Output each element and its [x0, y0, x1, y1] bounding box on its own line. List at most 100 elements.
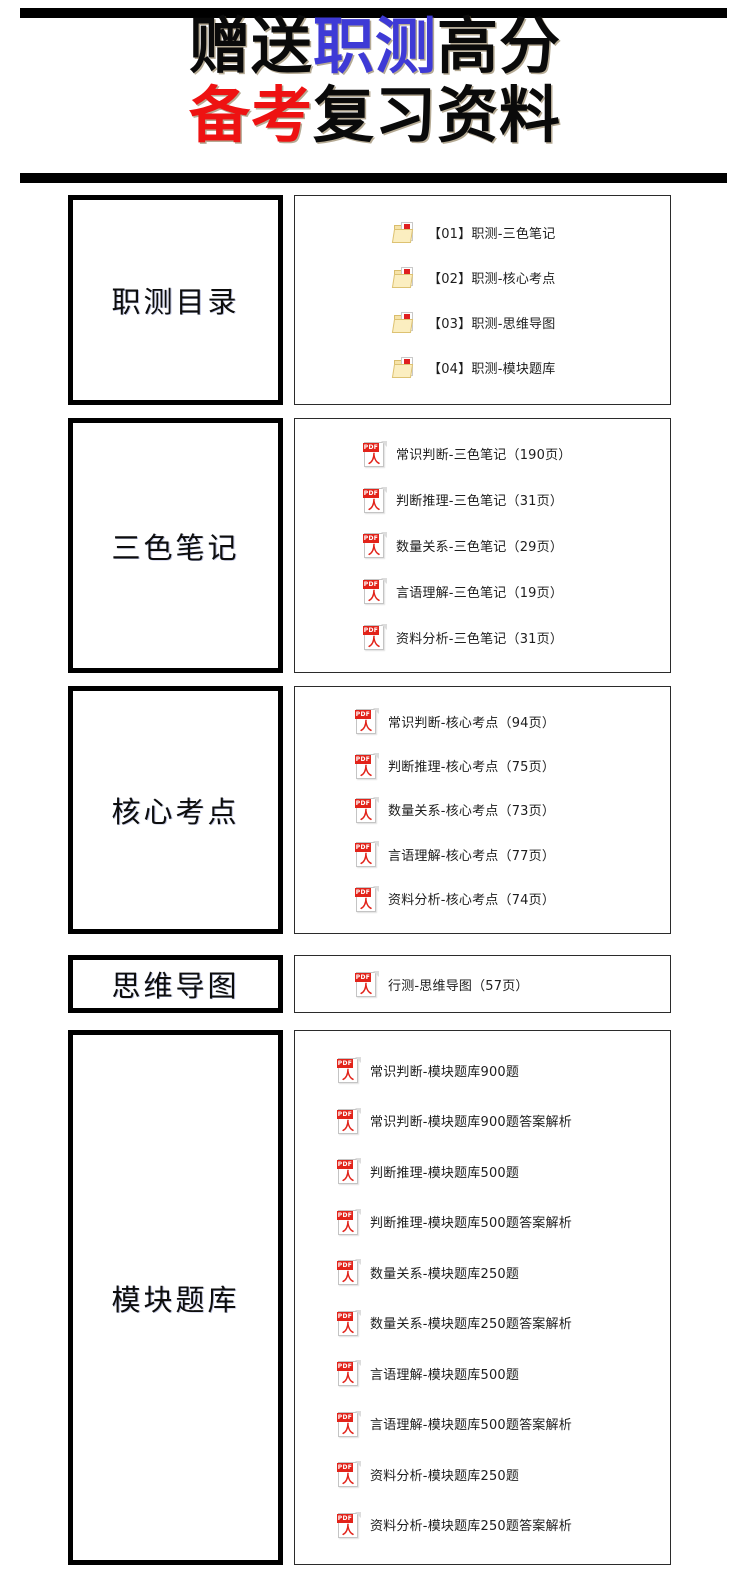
list-item-label: 言语理解-模块题库500题答案解析: [370, 1418, 572, 1434]
section-label-box: 模块题库: [68, 1030, 283, 1565]
list-item[interactable]: PDF 人 言语理解-模块题库500题答案解析: [295, 1410, 670, 1438]
list-item[interactable]: PDF 人 判断推理-模块题库500题答案解析: [295, 1208, 670, 1236]
pdf-banner-label: PDF: [363, 534, 379, 544]
list-item-label: 数量关系-三色笔记（29页）: [396, 539, 564, 555]
pdf-icon: PDF 人: [337, 1309, 361, 1337]
pdf-icon: PDF 人: [337, 1208, 361, 1236]
section-module-bank: 模块题库 PDF 人 常识判断-模块题库900题 PDF 人 常识判断-模块题库…: [0, 1030, 750, 1565]
acrobat-glyph: 人: [360, 807, 373, 822]
pdf-icon: PDF 人: [337, 1107, 361, 1135]
page-header: 赠送职测高分 备考复习资料: [0, 0, 750, 190]
pdf-icon: PDF 人: [337, 1511, 361, 1539]
pdf-icon: PDF 人: [355, 796, 379, 824]
pdf-icon: PDF 人: [355, 840, 379, 868]
folder-icon: 人: [391, 355, 419, 381]
acrobat-glyph: 人: [368, 451, 381, 466]
pdf-banner-label: PDF: [355, 843, 371, 853]
pdf-banner-label: PDF: [355, 754, 371, 764]
list-item-label: 数量关系-模块题库250题: [370, 1266, 520, 1282]
list-item[interactable]: 人 【03】职测-思维导图: [295, 310, 670, 336]
list-item[interactable]: 人 【02】职测-核心考点: [295, 265, 670, 291]
acrobat-glyph: 人: [342, 1118, 355, 1133]
list-item[interactable]: PDF 人 资料分析-三色笔记（31页）: [295, 623, 670, 651]
pdf-icon: PDF 人: [363, 440, 387, 468]
folder-icon: 人: [391, 265, 419, 291]
list-item[interactable]: PDF 人 判断推理-模块题库500题: [295, 1157, 670, 1185]
list-item-label: 资料分析-模块题库250题: [370, 1468, 520, 1484]
list-item[interactable]: PDF 人 言语理解-模块题库500题: [295, 1359, 670, 1387]
list-item-label: 常识判断-三色笔记（190页）: [396, 448, 572, 464]
pdf-icon: PDF 人: [337, 1460, 361, 1488]
pdf-icon: PDF 人: [355, 707, 379, 735]
section-label: 模块题库: [111, 1282, 240, 1317]
pdf-icon: PDF 人: [355, 970, 379, 998]
section-label: 思维导图: [111, 969, 240, 1003]
title-seg-4: 备考: [188, 79, 313, 151]
section-label: 核心考点: [111, 795, 240, 829]
acrobat-glyph: 人: [342, 1169, 355, 1184]
section-three-color-notes: 三色笔记 PDF 人 常识判断-三色笔记（190页） PDF 人 判断推理-三色…: [0, 418, 750, 673]
title-seg-1: 赠送: [188, 11, 313, 82]
pdf-icon: PDF 人: [337, 1359, 361, 1387]
section-mind-map: 思维导图 PDF 人 行测-思维导图（57页）: [0, 955, 750, 1013]
list-item-label: 言语理解-模块题库500题: [370, 1367, 520, 1383]
section-label: 三色笔记: [111, 530, 240, 565]
pdf-banner-label: PDF: [355, 973, 371, 982]
acrobat-glyph: 人: [360, 982, 373, 996]
list-item[interactable]: PDF 人 数量关系-模块题库250题答案解析: [295, 1309, 670, 1337]
pdf-banner-label: PDF: [363, 626, 379, 636]
title-seg-2: 职测: [312, 11, 437, 82]
pdf-icon: PDF 人: [363, 577, 387, 605]
pdf-icon: PDF 人: [337, 1410, 361, 1438]
list-item[interactable]: PDF 人 常识判断-模块题库900题答案解析: [295, 1107, 670, 1135]
pdf-banner-label: PDF: [363, 442, 379, 452]
pdf-banner-label: PDF: [363, 580, 379, 590]
list-item[interactable]: 人 【01】职测-三色笔记: [295, 220, 670, 246]
acrobat-glyph: 人: [368, 497, 381, 512]
folder-icon: 人: [391, 310, 419, 336]
acrobat-glyph: 人: [342, 1270, 355, 1285]
list-item-label: 判断推理-三色笔记（31页）: [396, 494, 564, 510]
pdf-banner-label: PDF: [337, 1261, 353, 1271]
pdf-banner-label: PDF: [337, 1463, 353, 1473]
acrobat-glyph: 人: [360, 763, 373, 778]
list-item[interactable]: PDF 人 言语理解-核心考点（77页）: [295, 840, 670, 868]
list-item-label: 【02】职测-核心考点: [428, 272, 556, 287]
title-seg-3: 高分: [437, 11, 562, 82]
acrobat-glyph: 人: [368, 543, 381, 558]
list-item[interactable]: PDF 人 判断推理-核心考点（75页）: [295, 752, 670, 780]
section-file-list: PDF 人 常识判断-三色笔记（190页） PDF 人 判断推理-三色笔记（31…: [294, 418, 671, 673]
list-item-label: 言语理解-三色笔记（19页）: [396, 585, 564, 601]
list-item[interactable]: PDF 人 资料分析-模块题库250题答案解析: [295, 1511, 670, 1539]
list-item[interactable]: PDF 人 常识判断-核心考点（94页）: [295, 707, 670, 735]
list-item-label: 判断推理-模块题库500题: [370, 1165, 520, 1181]
list-item-label: 数量关系-核心考点（73页）: [388, 804, 556, 820]
list-item[interactable]: PDF 人 常识判断-三色笔记（190页）: [295, 440, 670, 468]
pdf-icon: PDF 人: [337, 1056, 361, 1084]
pdf-banner-label: PDF: [337, 1513, 353, 1523]
list-item-label: 【04】职测-模块题库: [428, 362, 556, 377]
list-item[interactable]: PDF 人 资料分析-核心考点（74页）: [295, 885, 670, 913]
list-item[interactable]: PDF 人 数量关系-三色笔记（29页）: [295, 531, 670, 559]
list-item[interactable]: PDF 人 行测-思维导图（57页）: [295, 970, 670, 998]
pdf-banner-label: PDF: [355, 887, 371, 897]
section-label: 职测目录: [111, 285, 240, 319]
list-item[interactable]: PDF 人 数量关系-模块题库250题: [295, 1258, 670, 1286]
list-item[interactable]: PDF 人 资料分析-模块题库250题: [295, 1460, 670, 1488]
acrobat-glyph: 人: [342, 1219, 355, 1234]
pdf-icon: PDF 人: [363, 531, 387, 559]
list-item-label: 言语理解-核心考点（77页）: [388, 848, 556, 864]
pdf-banner-label: PDF: [337, 1109, 353, 1119]
list-item[interactable]: PDF 人 数量关系-核心考点（73页）: [295, 796, 670, 824]
list-item[interactable]: PDF 人 言语理解-三色笔记（19页）: [295, 577, 670, 605]
acrobat-glyph: 人: [342, 1522, 355, 1537]
list-item[interactable]: PDF 人 判断推理-三色笔记（31页）: [295, 486, 670, 514]
pdf-banner-label: PDF: [337, 1311, 353, 1321]
list-item[interactable]: PDF 人 常识判断-模块题库900题: [295, 1056, 670, 1084]
pdf-banner-label: PDF: [337, 1059, 353, 1069]
list-item[interactable]: 人 【04】职测-模块题库: [295, 355, 670, 381]
acrobat-glyph: 人: [342, 1421, 355, 1436]
pdf-icon: PDF 人: [337, 1157, 361, 1185]
list-item-label: 常识判断-模块题库900题答案解析: [370, 1115, 572, 1131]
acrobat-glyph: 人: [368, 635, 381, 650]
